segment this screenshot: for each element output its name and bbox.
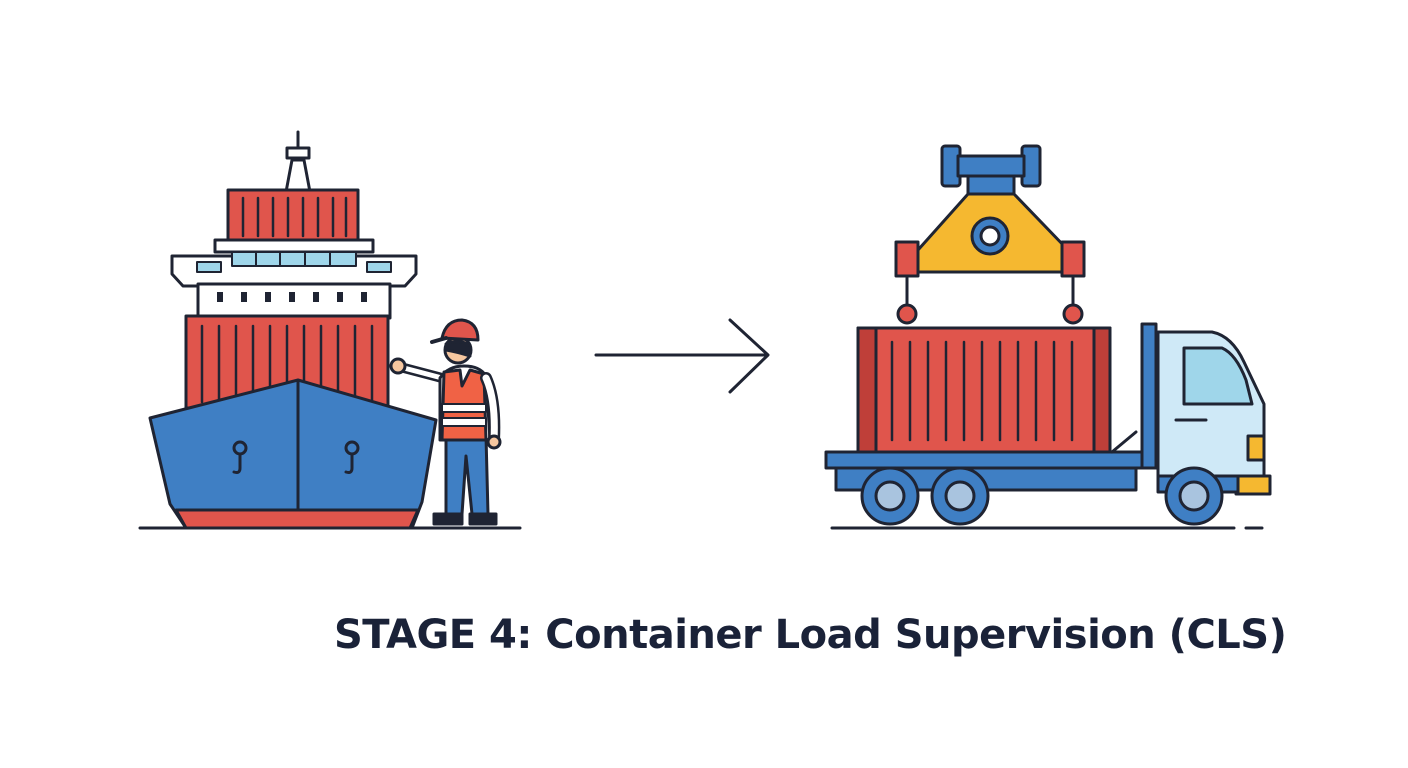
container-truck-icon bbox=[824, 322, 1272, 526]
cargo-ship-icon bbox=[148, 130, 438, 530]
crane-spreader-icon bbox=[894, 144, 1086, 325]
flow-arrow-icon bbox=[594, 318, 770, 394]
stage-caption: STAGE 4: Container Load Supervision (CLS… bbox=[334, 612, 1287, 658]
port-worker-icon bbox=[389, 318, 502, 526]
